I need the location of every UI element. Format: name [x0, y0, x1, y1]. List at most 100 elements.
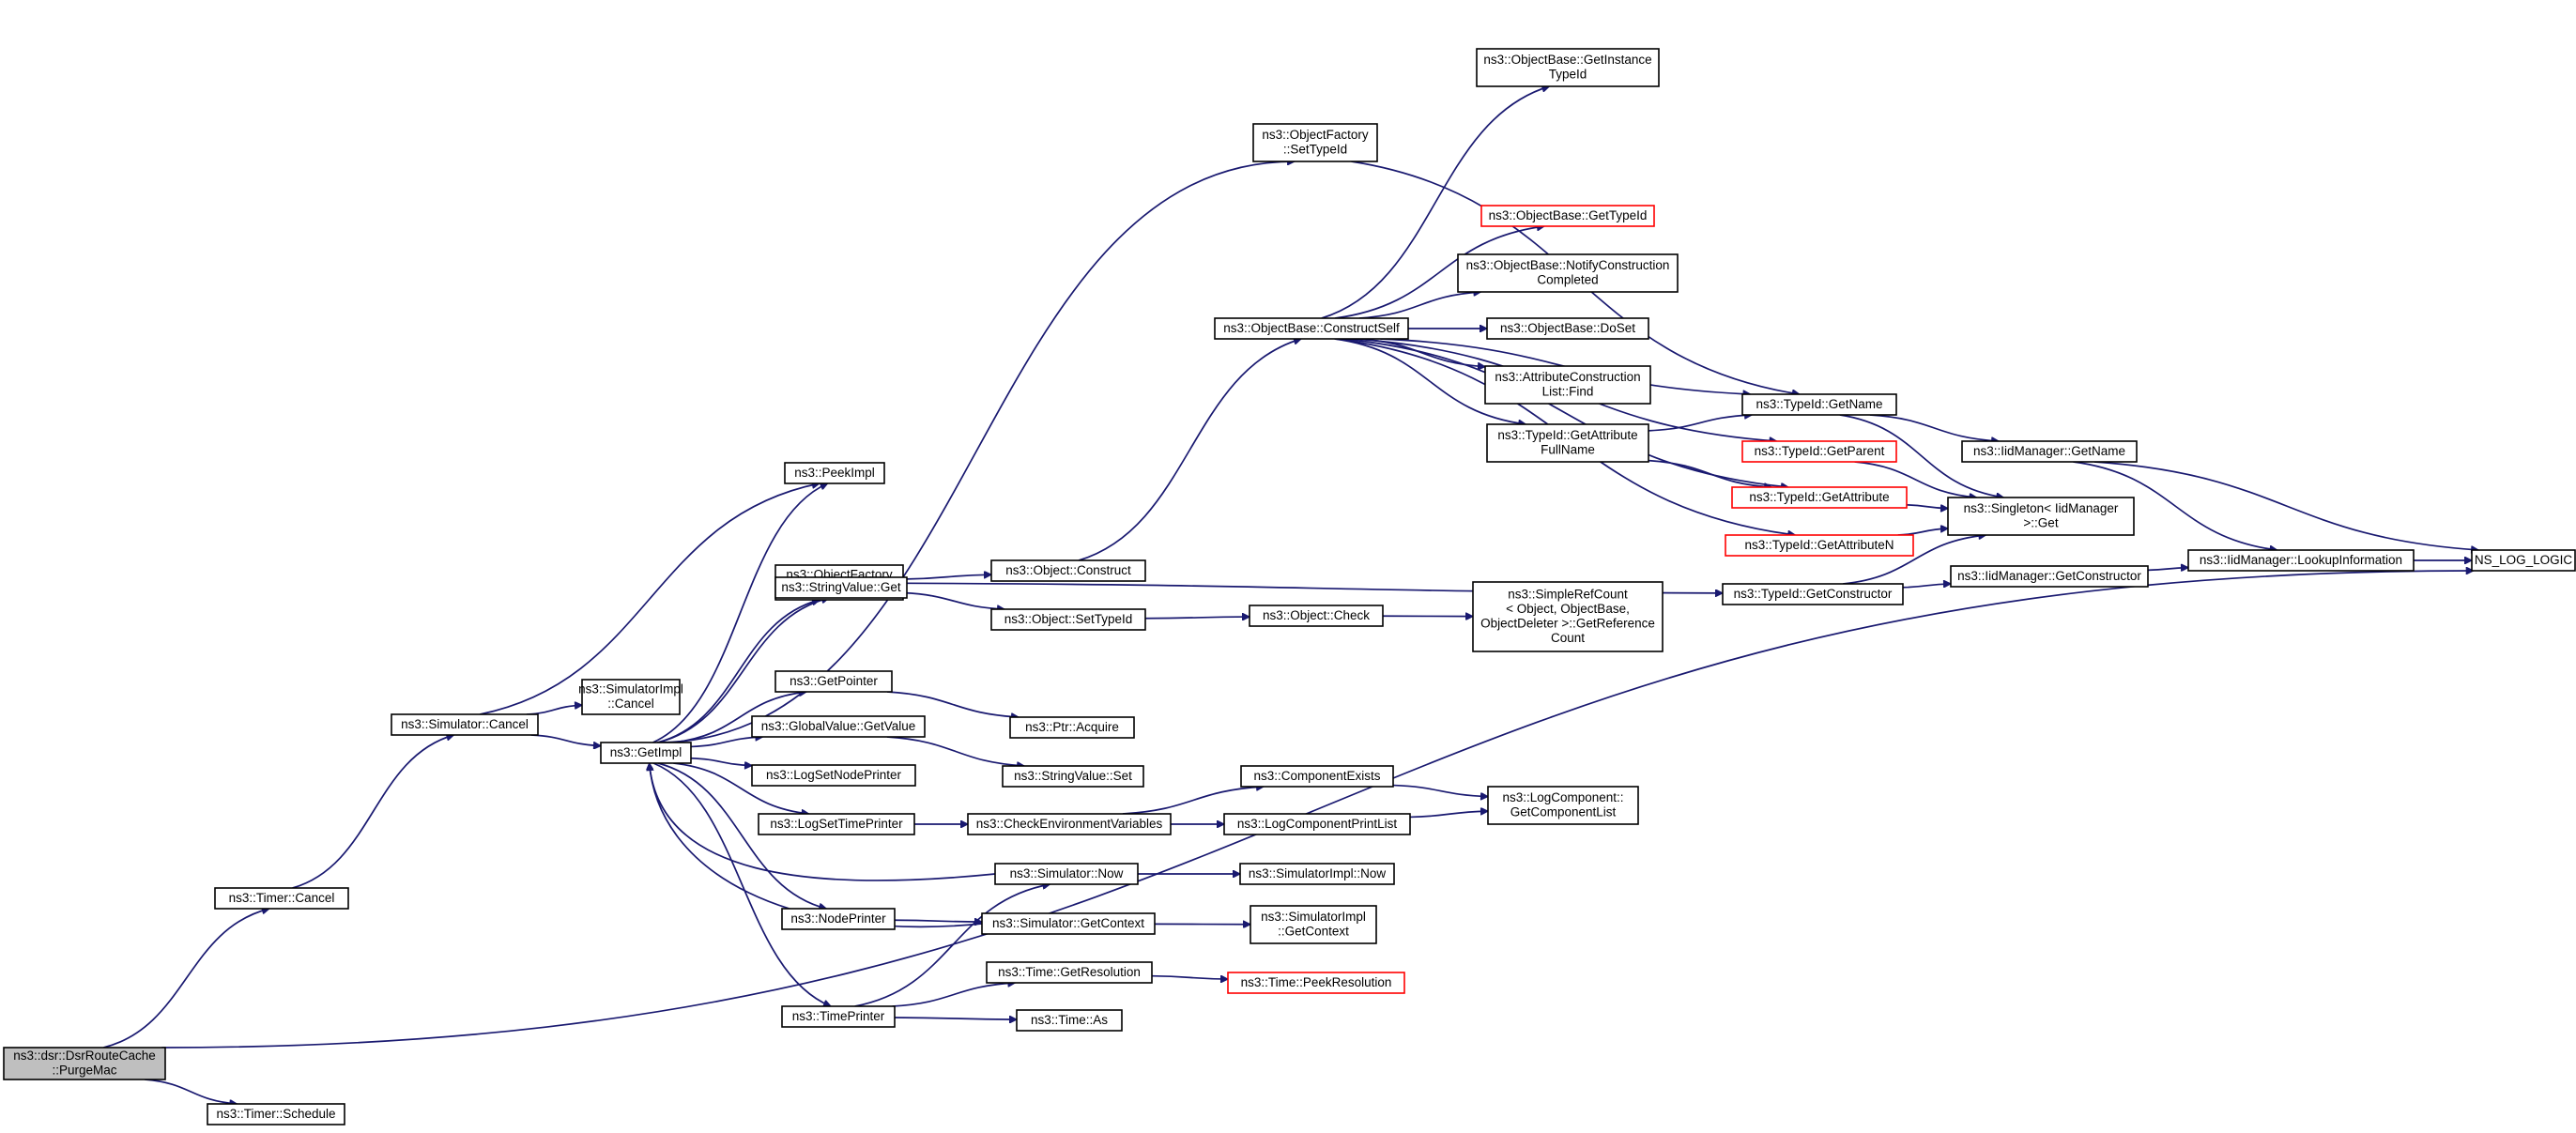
edge-typeid_getattributefullname-to-typeid_getattribute — [1648, 459, 1771, 487]
node-getpointer[interactable]: ns3::GetPointer — [774, 670, 893, 693]
edge-componentexists-to-logcomponent_getcomponentlist — [1392, 784, 1488, 797]
node-sim_cancel[interactable]: ns3::Simulator::Cancel — [391, 713, 539, 736]
node-peekimpl[interactable]: ns3::PeekImpl — [784, 462, 885, 484]
edge-purgemac-to-timer_cancel — [103, 909, 269, 1049]
node-purgemac[interactable]: ns3::dsr::DsrRouteCache::PurgeMac — [3, 1047, 166, 1080]
node-ptr_acquire[interactable]: ns3::Ptr::Acquire — [1009, 716, 1135, 739]
node-label-iidmanager_lookupinformation-0: ns3::IidManager::LookupInformation — [2200, 553, 2402, 567]
edge-typeid_getattribute-to-singleton_get — [1906, 504, 1948, 509]
node-label-sim_getcontext-0: ns3::Simulator::GetContext — [992, 916, 1144, 930]
edge-iidmanager_getname-to-iidmanager_lookupinformation — [2073, 461, 2277, 550]
node-label-of_settypeid-1: ::SetTypeId — [1283, 143, 1347, 157]
node-simimpl_now[interactable]: ns3::SimulatorImpl::Now — [1239, 863, 1395, 885]
node-time_getresolution[interactable]: ns3::Time::GetResolution — [986, 961, 1153, 984]
node-box-of_settypeid — [1252, 123, 1378, 162]
node-box-timeprinter — [781, 1005, 896, 1028]
node-time_peekresolution[interactable]: ns3::Time::PeekResolution — [1227, 972, 1405, 994]
node-box-simimpl_cancel — [581, 679, 681, 715]
node-label-ns_log_logic-0: NS_LOG_LOGIC — [2475, 553, 2573, 567]
node-label-typeid_getparent-0: ns3::TypeId::GetParent — [1755, 444, 1885, 458]
node-box-iidmanager_getname — [1961, 440, 2138, 463]
node-box-purgemac — [3, 1047, 166, 1080]
node-label-simimpl_getcontext-0: ns3::SimulatorImpl — [1261, 910, 1366, 924]
node-label-ptr_acquire-0: ns3::Ptr::Acquire — [1025, 720, 1119, 734]
node-box-ob_gettypeid — [1480, 205, 1655, 227]
node-box-typeid_getname — [1741, 393, 1897, 416]
node-globalvalue_getvalue[interactable]: ns3::GlobalValue::GetValue — [751, 715, 926, 738]
node-of_settypeid[interactable]: ns3::ObjectFactory::SetTypeId — [1252, 123, 1378, 162]
node-label-checkenv-0: ns3::CheckEnvironmentVariables — [976, 817, 1163, 831]
node-ob_notifyconstruction[interactable]: ns3::ObjectBase::NotifyConstructionCompl… — [1457, 253, 1679, 293]
node-label-attrconstructionlist_find-1: List::Find — [1542, 385, 1594, 399]
node-stringvalue_get[interactable]: ns3::StringValue::Get — [774, 576, 908, 599]
node-sim_getcontext[interactable]: ns3::Simulator::GetContext — [981, 912, 1156, 935]
node-label-logcomponent_getcomponentlist-1: GetComponentList — [1510, 805, 1617, 819]
node-label-ob_getinstancetypeid-1: TypeId — [1549, 68, 1587, 82]
node-logsettimeprinter[interactable]: ns3::LogSetTimePrinter — [758, 813, 915, 835]
node-ob_doset[interactable]: ns3::ObjectBase::DoSet — [1486, 317, 1649, 340]
node-sim_now[interactable]: ns3::Simulator::Now — [994, 863, 1139, 885]
edge-sim_getcontext-to-getimpl — [650, 763, 983, 928]
node-typeid_getattributen[interactable]: ns3::TypeId::GetAttributeN — [1725, 534, 1914, 557]
node-label-purgemac-1: ::PurgeMac — [52, 1064, 116, 1078]
node-object_construct[interactable]: ns3::Object::Construct — [990, 559, 1146, 582]
node-label-sim_now-0: ns3::Simulator::Now — [1010, 866, 1124, 880]
node-singleton_get[interactable]: ns3::Singleton< IidManager>::Get — [1947, 497, 2135, 536]
node-label-purgemac-0: ns3::dsr::DsrRouteCache — [13, 1049, 156, 1063]
node-logsetnodeprinter[interactable]: ns3::LogSetNodePrinter — [751, 764, 916, 787]
node-time_as[interactable]: ns3::Time::As — [1016, 1009, 1123, 1032]
node-box-typeid_getconstructor — [1722, 583, 1904, 605]
edge-getimpl-to-timeprinter — [652, 762, 831, 1006]
node-timer_schedule[interactable]: ns3::Timer::Schedule — [207, 1103, 345, 1125]
node-timeprinter[interactable]: ns3::TimePrinter — [781, 1005, 896, 1028]
node-checkenv[interactable]: ns3::CheckEnvironmentVariables — [967, 813, 1172, 835]
node-iidmanager_getname[interactable]: ns3::IidManager::GetName — [1961, 440, 2138, 463]
node-box-time_peekresolution — [1227, 972, 1405, 994]
node-getimpl[interactable]: ns3::GetImpl — [600, 742, 692, 764]
edge-purgemac-to-ns_log_logic — [161, 571, 2473, 1049]
node-typeid_getname[interactable]: ns3::TypeId::GetName — [1741, 393, 1897, 416]
node-typeid_getconstructor[interactable]: ns3::TypeId::GetConstructor — [1722, 583, 1904, 605]
edge-sim_cancel-to-peekimpl — [480, 483, 820, 715]
node-label-object_check-0: ns3::Object::Check — [1263, 608, 1370, 622]
node-box-sim_cancel — [391, 713, 539, 736]
node-box-simplerefcount — [1472, 581, 1664, 652]
node-simimpl_cancel[interactable]: ns3::SimulatorImpl::Cancel — [578, 679, 683, 715]
node-simimpl_getcontext[interactable]: ns3::SimulatorImpl::GetContext — [1250, 905, 1377, 944]
node-simplerefcount[interactable]: ns3::SimpleRefCount< Object, ObjectBase,… — [1472, 581, 1664, 652]
node-iidmanager_getconstructor[interactable]: ns3::IidManager::GetConstructor — [1950, 565, 2149, 588]
node-ob_gettypeid[interactable]: ns3::ObjectBase::GetTypeId — [1480, 205, 1655, 227]
node-nodeprinter[interactable]: ns3::NodePrinter — [781, 908, 896, 930]
node-box-timer_schedule — [207, 1103, 345, 1125]
node-logcomponentprintlist[interactable]: ns3::LogComponentPrintList — [1223, 813, 1411, 835]
edge-sim_cancel-to-simimpl_cancel — [526, 705, 582, 715]
node-iidmanager_lookupinformation[interactable]: ns3::IidManager::LookupInformation — [2187, 549, 2415, 572]
edge-getimpl-to-peekimpl — [652, 483, 827, 743]
edge-getpointer-to-ptr_acquire — [886, 691, 1019, 717]
edges — [103, 86, 2478, 1104]
node-box-singleton_get — [1947, 497, 2135, 536]
node-object_check[interactable]: ns3::Object::Check — [1249, 605, 1384, 627]
edge-typeid_getparent-to-singleton_get — [1854, 461, 1977, 498]
node-logcomponent_getcomponentlist[interactable]: ns3::LogComponent::GetComponentList — [1487, 786, 1639, 825]
node-label-iidmanager_getname-0: ns3::IidManager::GetName — [1973, 444, 2125, 458]
node-box-object_construct — [990, 559, 1146, 582]
edge-sim_now-to-getimpl — [650, 763, 996, 881]
node-label-getpointer-0: ns3::GetPointer — [790, 674, 878, 688]
node-object_settypeid[interactable]: ns3::Object::SetTypeId — [990, 608, 1146, 631]
edge-timer_cancel-to-sim_cancel — [292, 735, 454, 889]
node-componentexists[interactable]: ns3::ComponentExists — [1240, 765, 1394, 788]
edge-typeid_getname-to-singleton_get — [1839, 414, 2004, 498]
node-ns_log_logic[interactable]: NS_LOG_LOGIC — [2471, 549, 2576, 572]
node-typeid_getparent[interactable]: ns3::TypeId::GetParent — [1741, 440, 1897, 463]
node-label-ob_notifyconstruction-1: Completed — [1537, 273, 1598, 287]
node-timer_cancel[interactable]: ns3::Timer::Cancel — [214, 887, 349, 910]
node-typeid_getattribute[interactable]: ns3::TypeId::GetAttribute — [1731, 486, 1908, 509]
edge-typeid_getattributefullname-to-typeid_getname — [1648, 415, 1752, 432]
node-objectbase_constructself[interactable]: ns3::ObjectBase::ConstructSelf — [1214, 317, 1409, 340]
node-stringvalue_set[interactable]: ns3::StringValue::Set — [1002, 765, 1144, 788]
node-label-timer_cancel-0: ns3::Timer::Cancel — [229, 891, 335, 905]
